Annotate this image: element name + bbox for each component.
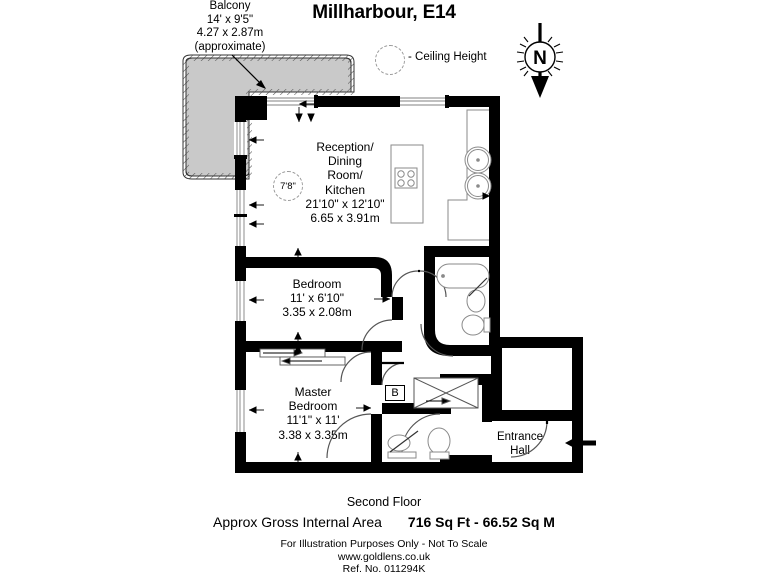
dashed-circle-icon: [375, 45, 405, 75]
door-swing-hall-upper: [361, 319, 393, 351]
room-label-reception: Reception/ Dining Room/ Kitchen 21'10" x…: [290, 140, 400, 225]
balcony-approx-note: (approximate): [194, 40, 266, 53]
room-label-bedroom: Bedroom 11' x 6'10" 3.35 x 2.08m: [262, 277, 372, 320]
reception-name-line-1: Reception/: [316, 140, 374, 154]
ensuite-fixtures: [387, 427, 451, 460]
bathroom-basin-icon: [466, 289, 486, 313]
master-name-line-2: Bedroom: [288, 399, 338, 414]
boiler-cupboard-label: B: [385, 385, 405, 401]
door-swing-bathroom: [420, 323, 454, 357]
bedroom-name: Bedroom: [292, 277, 342, 291]
kitchen-fixtures: [390, 109, 492, 241]
reception-name-line-3: Room/: [327, 168, 363, 183]
door-swing-boiler: [381, 362, 405, 386]
footer-fineprint: For Illustration Purposes Only - Not To …: [0, 538, 768, 576]
reference-text: Ref. No. 011294K: [342, 563, 426, 575]
balcony-leader-arrow: [256, 80, 266, 89]
window-separators: [234, 95, 449, 217]
floor-name: Second Floor: [346, 495, 422, 509]
bathroom-toilet-icon: [461, 314, 485, 336]
reception-name-line-4: Kitchen: [324, 182, 366, 197]
ensuite-toilet-icon: [427, 427, 451, 455]
door-swing-bedroom: [391, 270, 419, 298]
area-label: Approx Gross Internal Area: [213, 514, 382, 530]
bathtub-icon: [436, 263, 490, 289]
master-dim-imperial: 11'1" x 11': [286, 413, 340, 428]
master-dim-metric: 3.38 x 3.35m: [278, 427, 348, 442]
ensuite-basin-icon: [387, 434, 411, 452]
room-label-master-bedroom: Master Bedroom 11'1" x 11' 3.38 x 3.35m: [258, 385, 368, 442]
bedroom-dim-imperial: 11' x 6'10": [290, 291, 344, 306]
area-row: Approx Gross Internal Area 716 Sq Ft - 66…: [0, 514, 768, 530]
balcony-dim-imperial: 14' x 9'5": [206, 13, 254, 26]
ensuite-fixture-marker: [389, 430, 419, 453]
page-title: Millharbour, E14: [312, 2, 456, 23]
balcony-shape: [182, 54, 355, 180]
balcony-name: Balcony: [209, 0, 251, 12]
wall-structure: [235, 96, 583, 473]
wardrobe-icon: [413, 377, 479, 409]
kitchen-counter-run: [447, 109, 489, 241]
disclaimer-text: For Illustration Purposes Only - Not To …: [280, 538, 488, 550]
balcony-label: Balcony 14' x 9'5" 4.27 x 2.87m (approxi…: [170, 0, 290, 54]
reception-dim-metric: 6.65 x 3.91m: [310, 211, 380, 226]
bathroom-fixtures: [436, 263, 491, 336]
balcony-dim-metric: 4.27 x 2.87m: [196, 27, 264, 39]
dimension-ticks: [248, 100, 491, 463]
master-name-line-1: Master: [294, 385, 332, 399]
door-swing-entrance: [510, 420, 548, 458]
bathroom-fixture-marker: [468, 277, 488, 297]
door-leaves: [380, 269, 549, 424]
area-value: 716 Sq Ft - 66.52 Sq M: [407, 514, 555, 530]
bedroom-dim-metric: 3.35 x 2.08m: [282, 305, 352, 320]
svg-text:N: N: [533, 48, 547, 69]
door-swing-master: [326, 413, 372, 459]
ceiling-height-marker-reception: 7'8": [273, 171, 303, 201]
reception-dim-imperial: 21'10" x 12'10": [305, 196, 385, 211]
entrance-name-line-1: Entrance: [496, 431, 544, 443]
ceiling-height-legend-label: - Ceiling Height: [408, 51, 487, 63]
door-swing-hall-lower: [340, 351, 372, 383]
reception-name-line-2: Dining: [327, 154, 363, 169]
window-glazing: [236, 97, 448, 432]
website-text[interactable]: www.goldlens.co.uk: [337, 550, 431, 563]
compass-north-icon: N: [516, 23, 564, 98]
arrow-left-icon: [565, 435, 596, 451]
sliding-door-icon: [259, 348, 346, 366]
